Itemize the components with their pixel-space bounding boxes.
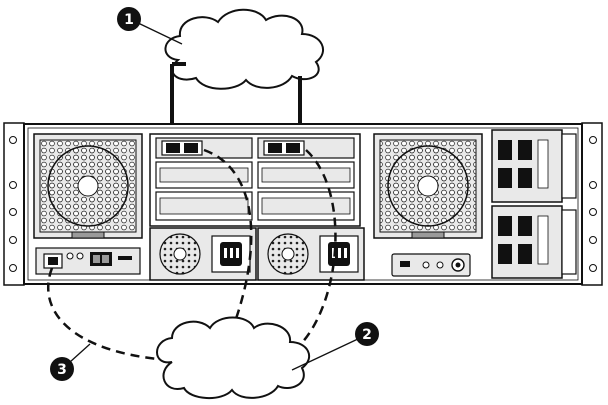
- top-network-cloud: [164, 8, 324, 90]
- callout-2-badge: [355, 322, 379, 346]
- io-latch-upper: [561, 133, 577, 199]
- rack-ear-holes: [9, 136, 597, 272]
- network-module-bay: [149, 133, 361, 227]
- fan-handle: [411, 231, 445, 239]
- bottom-network-cloud: [156, 316, 311, 399]
- callout-2-label: 2: [362, 327, 372, 343]
- left-fan-module: [33, 133, 143, 239]
- callout-3-label: 3: [57, 362, 67, 378]
- right-rack-ear: [581, 122, 603, 286]
- callout-3: 3: [50, 343, 91, 381]
- callout-1: 1: [117, 7, 183, 45]
- callout-1-leader: [135, 21, 183, 45]
- io-module-lower: [491, 205, 577, 279]
- callout-1-badge: [117, 7, 141, 31]
- io-module-upper: [491, 129, 577, 203]
- power-supply-1: [149, 227, 257, 281]
- callout-1-label: 1: [124, 12, 134, 28]
- ilo-port-socket: [48, 257, 58, 265]
- right-fan-module: [373, 133, 483, 239]
- management-panel: [35, 247, 141, 275]
- fan-handle: [71, 231, 105, 239]
- dashed-network-cables: [47, 148, 337, 362]
- dashed-cable-nic2: [299, 149, 337, 346]
- left-rack-ear: [3, 122, 25, 286]
- front-control-panel: [391, 253, 471, 277]
- dashed-cable-ilo: [47, 267, 169, 362]
- io-latch-lower: [561, 209, 577, 275]
- callout-2-leader: [291, 337, 361, 371]
- callout-3-leader: [69, 343, 91, 363]
- dashed-cable-nic1: [203, 148, 253, 331]
- power-supply-2: [257, 227, 365, 281]
- callout-2: 2: [291, 322, 379, 371]
- callout-3-badge: [50, 357, 74, 381]
- panel-connector: [118, 256, 132, 260]
